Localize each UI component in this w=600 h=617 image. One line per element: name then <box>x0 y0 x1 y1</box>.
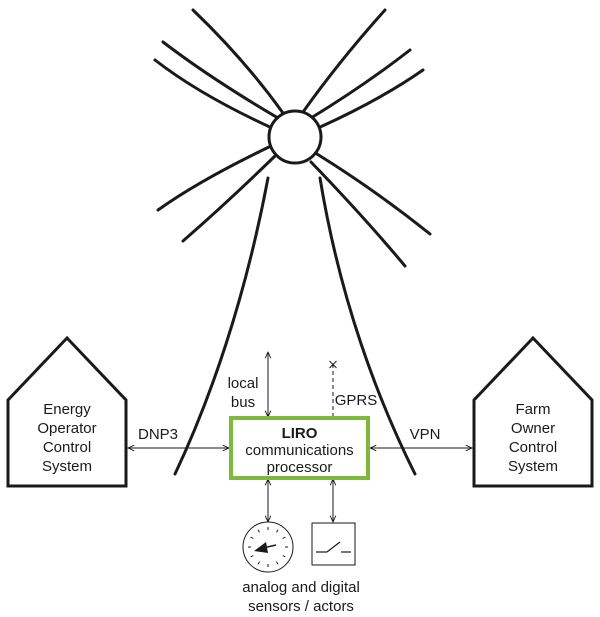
farm-owner-control-system: Farm Owner Control System <box>472 335 594 488</box>
sensors-caption-line1: analog and digital <box>242 579 360 596</box>
processor-line1: communications <box>245 442 353 459</box>
analog-gauge-icon <box>242 521 294 573</box>
left-system-line1: Energy <box>43 401 91 418</box>
turbine-hub <box>267 109 323 165</box>
liro-communications-processor: LIRO communications processor <box>229 416 370 480</box>
gprs-antenna-icon <box>329 360 337 369</box>
sensors-caption-line2: sensors / actors <box>248 598 354 615</box>
right-system-line4: System <box>508 458 558 475</box>
left-system-line2: Operator <box>37 420 96 437</box>
right-system-line1: Farm <box>516 401 551 418</box>
processor-line2: processor <box>267 459 333 476</box>
right-system-line3: Control <box>509 439 557 456</box>
turbine-blades <box>153 8 432 268</box>
local-bus-label-line1: local <box>228 375 259 392</box>
right-system-line2: Owner <box>511 420 555 437</box>
turbine-tower <box>173 176 417 476</box>
left-system-line3: Control <box>43 439 91 456</box>
energy-operator-control-system: Energy Operator Control System <box>6 335 128 488</box>
left-system-line4: System <box>42 458 92 475</box>
wind-turbine <box>153 8 432 476</box>
switch-icon <box>311 522 356 566</box>
local-bus-label-line2: bus <box>231 394 255 411</box>
processor-title: LIRO <box>282 425 318 442</box>
vpn-label: VPN <box>410 426 441 443</box>
dnp3-label: DNP3 <box>138 426 178 443</box>
gprs-label: GPRS <box>335 392 378 409</box>
